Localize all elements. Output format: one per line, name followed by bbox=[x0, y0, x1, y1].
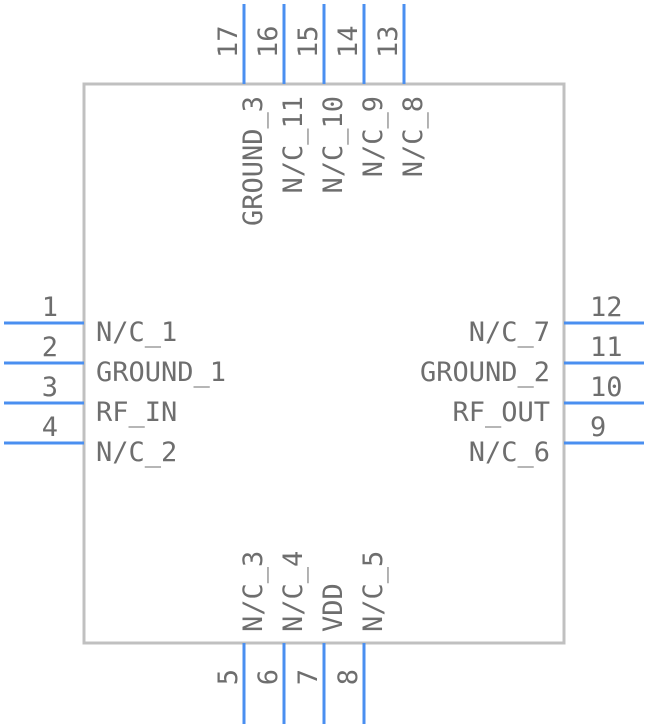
pin-10-label: RF_OUT bbox=[452, 397, 550, 428]
pin-16-number: 16 bbox=[253, 25, 284, 58]
pin-12-number: 12 bbox=[590, 292, 623, 323]
pin-8-number: 8 bbox=[333, 669, 364, 685]
pin-13-label: N/C_8 bbox=[398, 96, 429, 177]
pin-3-number: 3 bbox=[42, 372, 58, 403]
pin-10-number: 10 bbox=[590, 372, 623, 403]
pin-13-number: 13 bbox=[373, 25, 404, 58]
pin-2-number: 2 bbox=[42, 332, 58, 363]
pin-5-number: 5 bbox=[213, 669, 244, 685]
pin-8-label: N/C_5 bbox=[358, 551, 389, 632]
pin-1-label: N/C_1 bbox=[96, 317, 177, 348]
pin-7-number: 7 bbox=[293, 669, 324, 685]
component-body bbox=[82, 82, 566, 645]
pin-2-label: GROUND_1 bbox=[96, 357, 226, 388]
pin-14-label: N/C_9 bbox=[358, 96, 389, 177]
pin-1-number: 1 bbox=[42, 292, 58, 323]
pin-15-number: 15 bbox=[293, 25, 324, 58]
pin-7-label: VDD bbox=[318, 583, 349, 632]
pin-16-label: N/C_11 bbox=[278, 96, 309, 194]
pin-15-label: N/C_10 bbox=[318, 96, 349, 194]
pin-4-number: 4 bbox=[42, 412, 58, 443]
pin-6-label: N/C_4 bbox=[278, 551, 309, 632]
pin-3-label: RF_IN bbox=[96, 397, 177, 428]
pin-5-label: N/C_3 bbox=[238, 551, 269, 632]
pin-17-label: GROUND_3 bbox=[238, 96, 269, 226]
pin-11-label: GROUND_2 bbox=[420, 357, 550, 388]
pin-11-number: 11 bbox=[590, 332, 623, 363]
pin-14-number: 14 bbox=[333, 25, 364, 58]
pin-4-label: N/C_2 bbox=[96, 437, 177, 468]
pin-17-number: 17 bbox=[213, 25, 244, 58]
pin-9-number: 9 bbox=[590, 412, 606, 443]
pin-12-label: N/C_7 bbox=[469, 317, 550, 348]
pin-9-label: N/C_6 bbox=[469, 437, 550, 468]
pin-6-number: 6 bbox=[253, 669, 284, 685]
